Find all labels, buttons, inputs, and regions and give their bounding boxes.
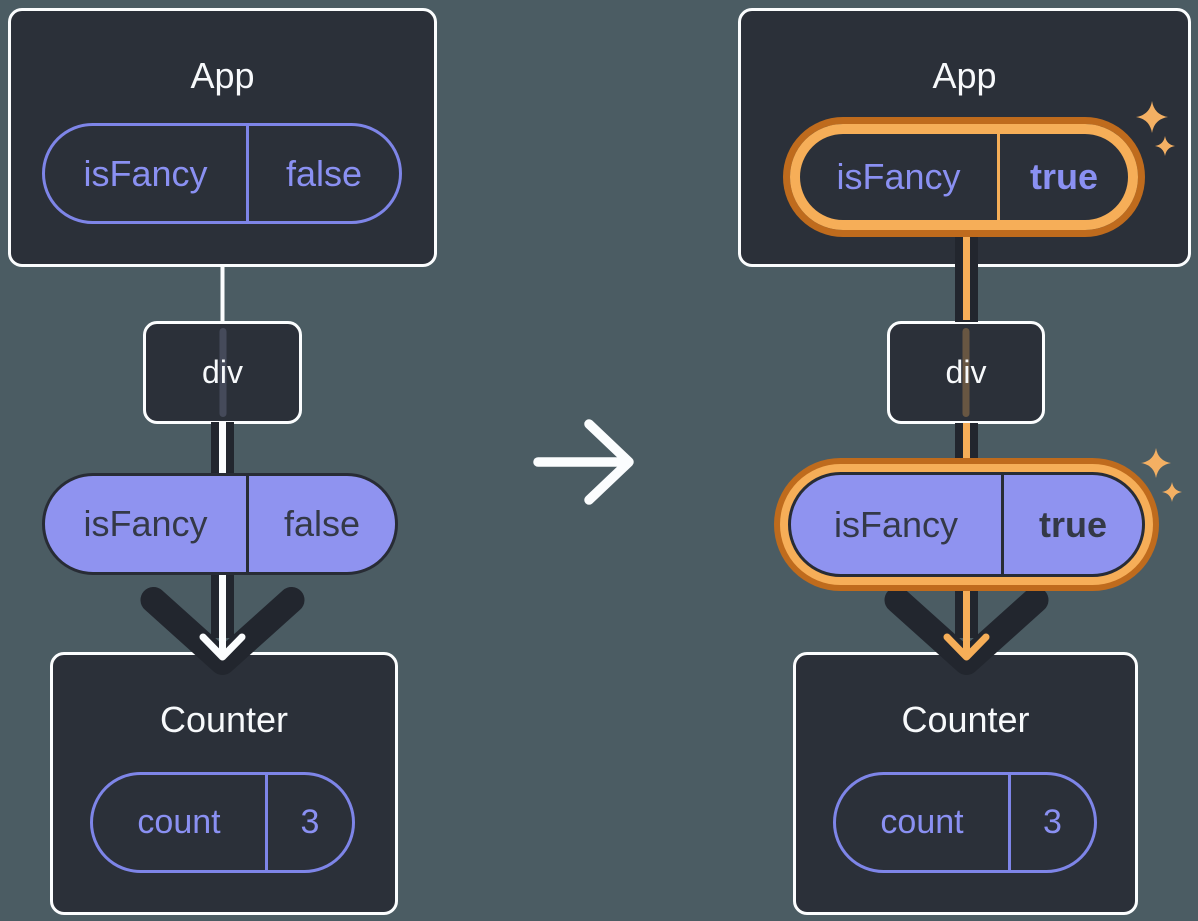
pill-divider [265, 775, 268, 870]
state-pill-counter-after: count 3 [833, 772, 1097, 873]
pill-divider [997, 134, 1000, 220]
pill-key: count [880, 803, 964, 841]
pill-value: 3 [1043, 803, 1062, 841]
component-title: Counter [901, 699, 1030, 740]
pill-key: isFancy [83, 152, 208, 194]
wire-after [884, 228, 1049, 675]
component-title: App [190, 55, 255, 96]
div-node-label: div [202, 354, 243, 390]
state-pill-app-before: isFancy false [42, 123, 402, 224]
pill-divider [1001, 475, 1004, 574]
pill-divider [246, 476, 249, 572]
state-pill-counter-before: count 3 [90, 772, 355, 873]
state-pill-app-after: isFancy true [790, 124, 1138, 230]
pill-value: false [285, 152, 363, 194]
div-node-label: div [945, 354, 987, 390]
pill-divider [246, 126, 249, 221]
transition-arrow-icon [533, 419, 634, 505]
prop-pill-before: isFancy false [42, 473, 398, 575]
pass-through-line [962, 328, 970, 417]
pill-key: count [137, 803, 221, 841]
prop-pill-after: isFancy true [788, 472, 1145, 577]
component-title: Counter [159, 699, 289, 740]
sparkle-icon [1162, 482, 1182, 502]
sparkle-icon [1141, 448, 1171, 478]
component-title: App [932, 55, 997, 96]
pill-value: true [1029, 156, 1098, 197]
pill-value: 3 [300, 803, 320, 841]
pass-through-line [219, 328, 226, 417]
div-node-box-after: div [887, 321, 1045, 424]
pill-key: isFancy [833, 503, 959, 545]
pill-value: false [283, 503, 361, 544]
pill-key: isFancy [836, 156, 961, 197]
pill-divider [1008, 775, 1011, 870]
div-node-box-before: div [143, 321, 302, 424]
pill-key: isFancy [83, 503, 208, 544]
pill-value: true [1038, 503, 1107, 545]
